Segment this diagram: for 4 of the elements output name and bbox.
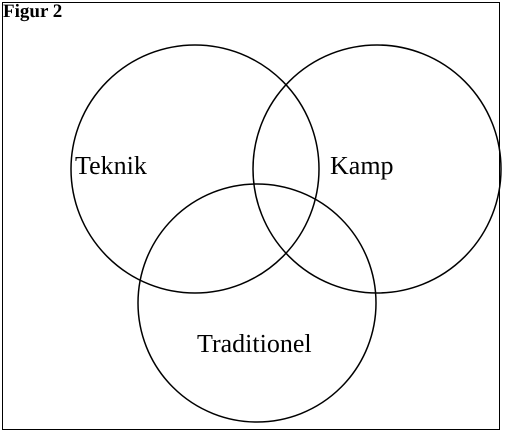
set-label: Traditionel bbox=[197, 329, 312, 359]
figure-title: Figur 2 bbox=[3, 1, 62, 23]
set-label: Kamp bbox=[330, 151, 394, 181]
set-label: Teknik bbox=[75, 151, 147, 181]
